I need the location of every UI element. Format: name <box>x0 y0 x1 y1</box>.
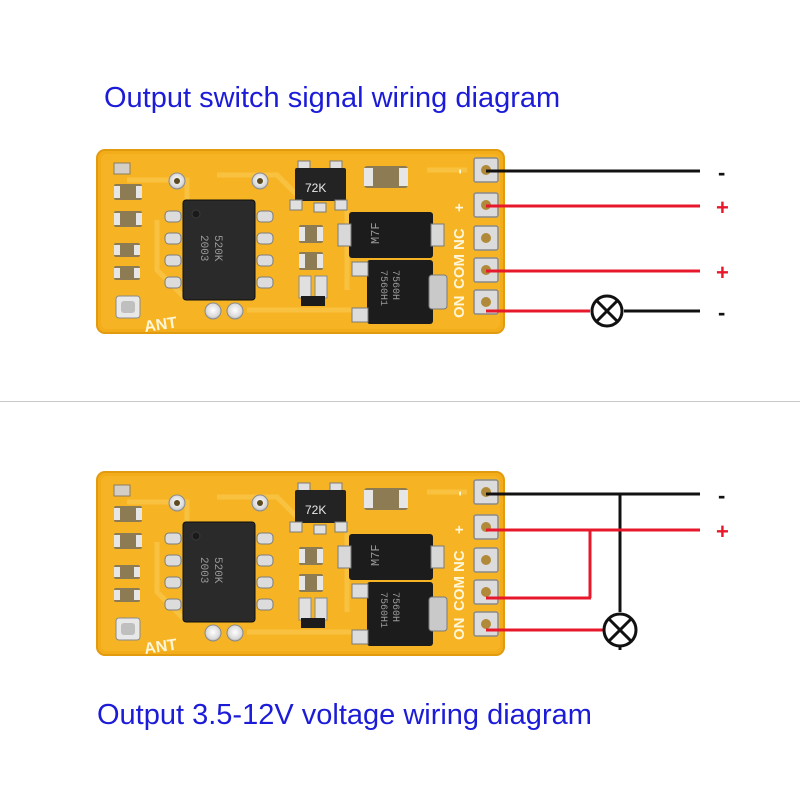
title-top: Output switch signal wiring diagram <box>104 82 561 114</box>
diode-marking: M7F <box>369 222 383 244</box>
pin-label-nc: NC <box>451 228 468 250</box>
section-divider <box>0 401 800 402</box>
title-bottom: Output 3.5-12V voltage wiring diagram <box>97 699 592 731</box>
ic-marking-1: 520K <box>211 235 223 262</box>
terminal-sign-plus-bottom: + <box>716 519 729 544</box>
ant-label: ANT <box>143 637 178 658</box>
ic-marking-2: 2003 <box>197 557 209 583</box>
pin-label-nc: NC <box>451 550 468 572</box>
relay-marking-2: 7560H1 <box>377 592 388 628</box>
terminal-sign-plus-2: + <box>716 260 729 285</box>
board-top: ANT 520K 2003 72K M7F 7560H 7560H1 - + N… <box>97 150 504 336</box>
lamp-icon <box>590 294 624 328</box>
ic-marking-2: 2003 <box>197 235 209 261</box>
wires-bottom <box>486 492 700 650</box>
pin-label-minus: - <box>451 169 468 174</box>
pin-label-on: ON <box>451 296 468 319</box>
wires-top <box>486 169 700 313</box>
pin-label-plus: + <box>451 203 468 212</box>
pin-label-com: COM <box>451 254 468 289</box>
ic-marking-1: 520K <box>211 557 223 584</box>
lamp-icon <box>602 612 638 648</box>
relay-marking-2: 7560H1 <box>377 270 388 306</box>
pin-label-plus: + <box>451 525 468 534</box>
terminal-sign-minus-bottom: - <box>718 483 725 508</box>
relay-marking-1: 7560H <box>389 592 400 622</box>
terminal-sign-minus-1: - <box>718 160 725 185</box>
diode-marking: M7F <box>369 544 383 566</box>
terminal-sign-plus-1: + <box>716 195 729 220</box>
relay-marking-1: 7560H <box>389 270 400 300</box>
sot-marking: 72K <box>305 503 326 517</box>
sot-marking: 72K <box>305 181 326 195</box>
terminal-sign-minus-2: - <box>718 300 725 325</box>
pin-label-minus: - <box>451 491 468 496</box>
pin-label-on: ON <box>451 618 468 641</box>
board-bottom: ANT 520K 2003 72K M7F 7560H 7560H1 - + N… <box>97 472 504 658</box>
ant-label: ANT <box>143 315 178 336</box>
pin-label-com: COM <box>451 576 468 611</box>
